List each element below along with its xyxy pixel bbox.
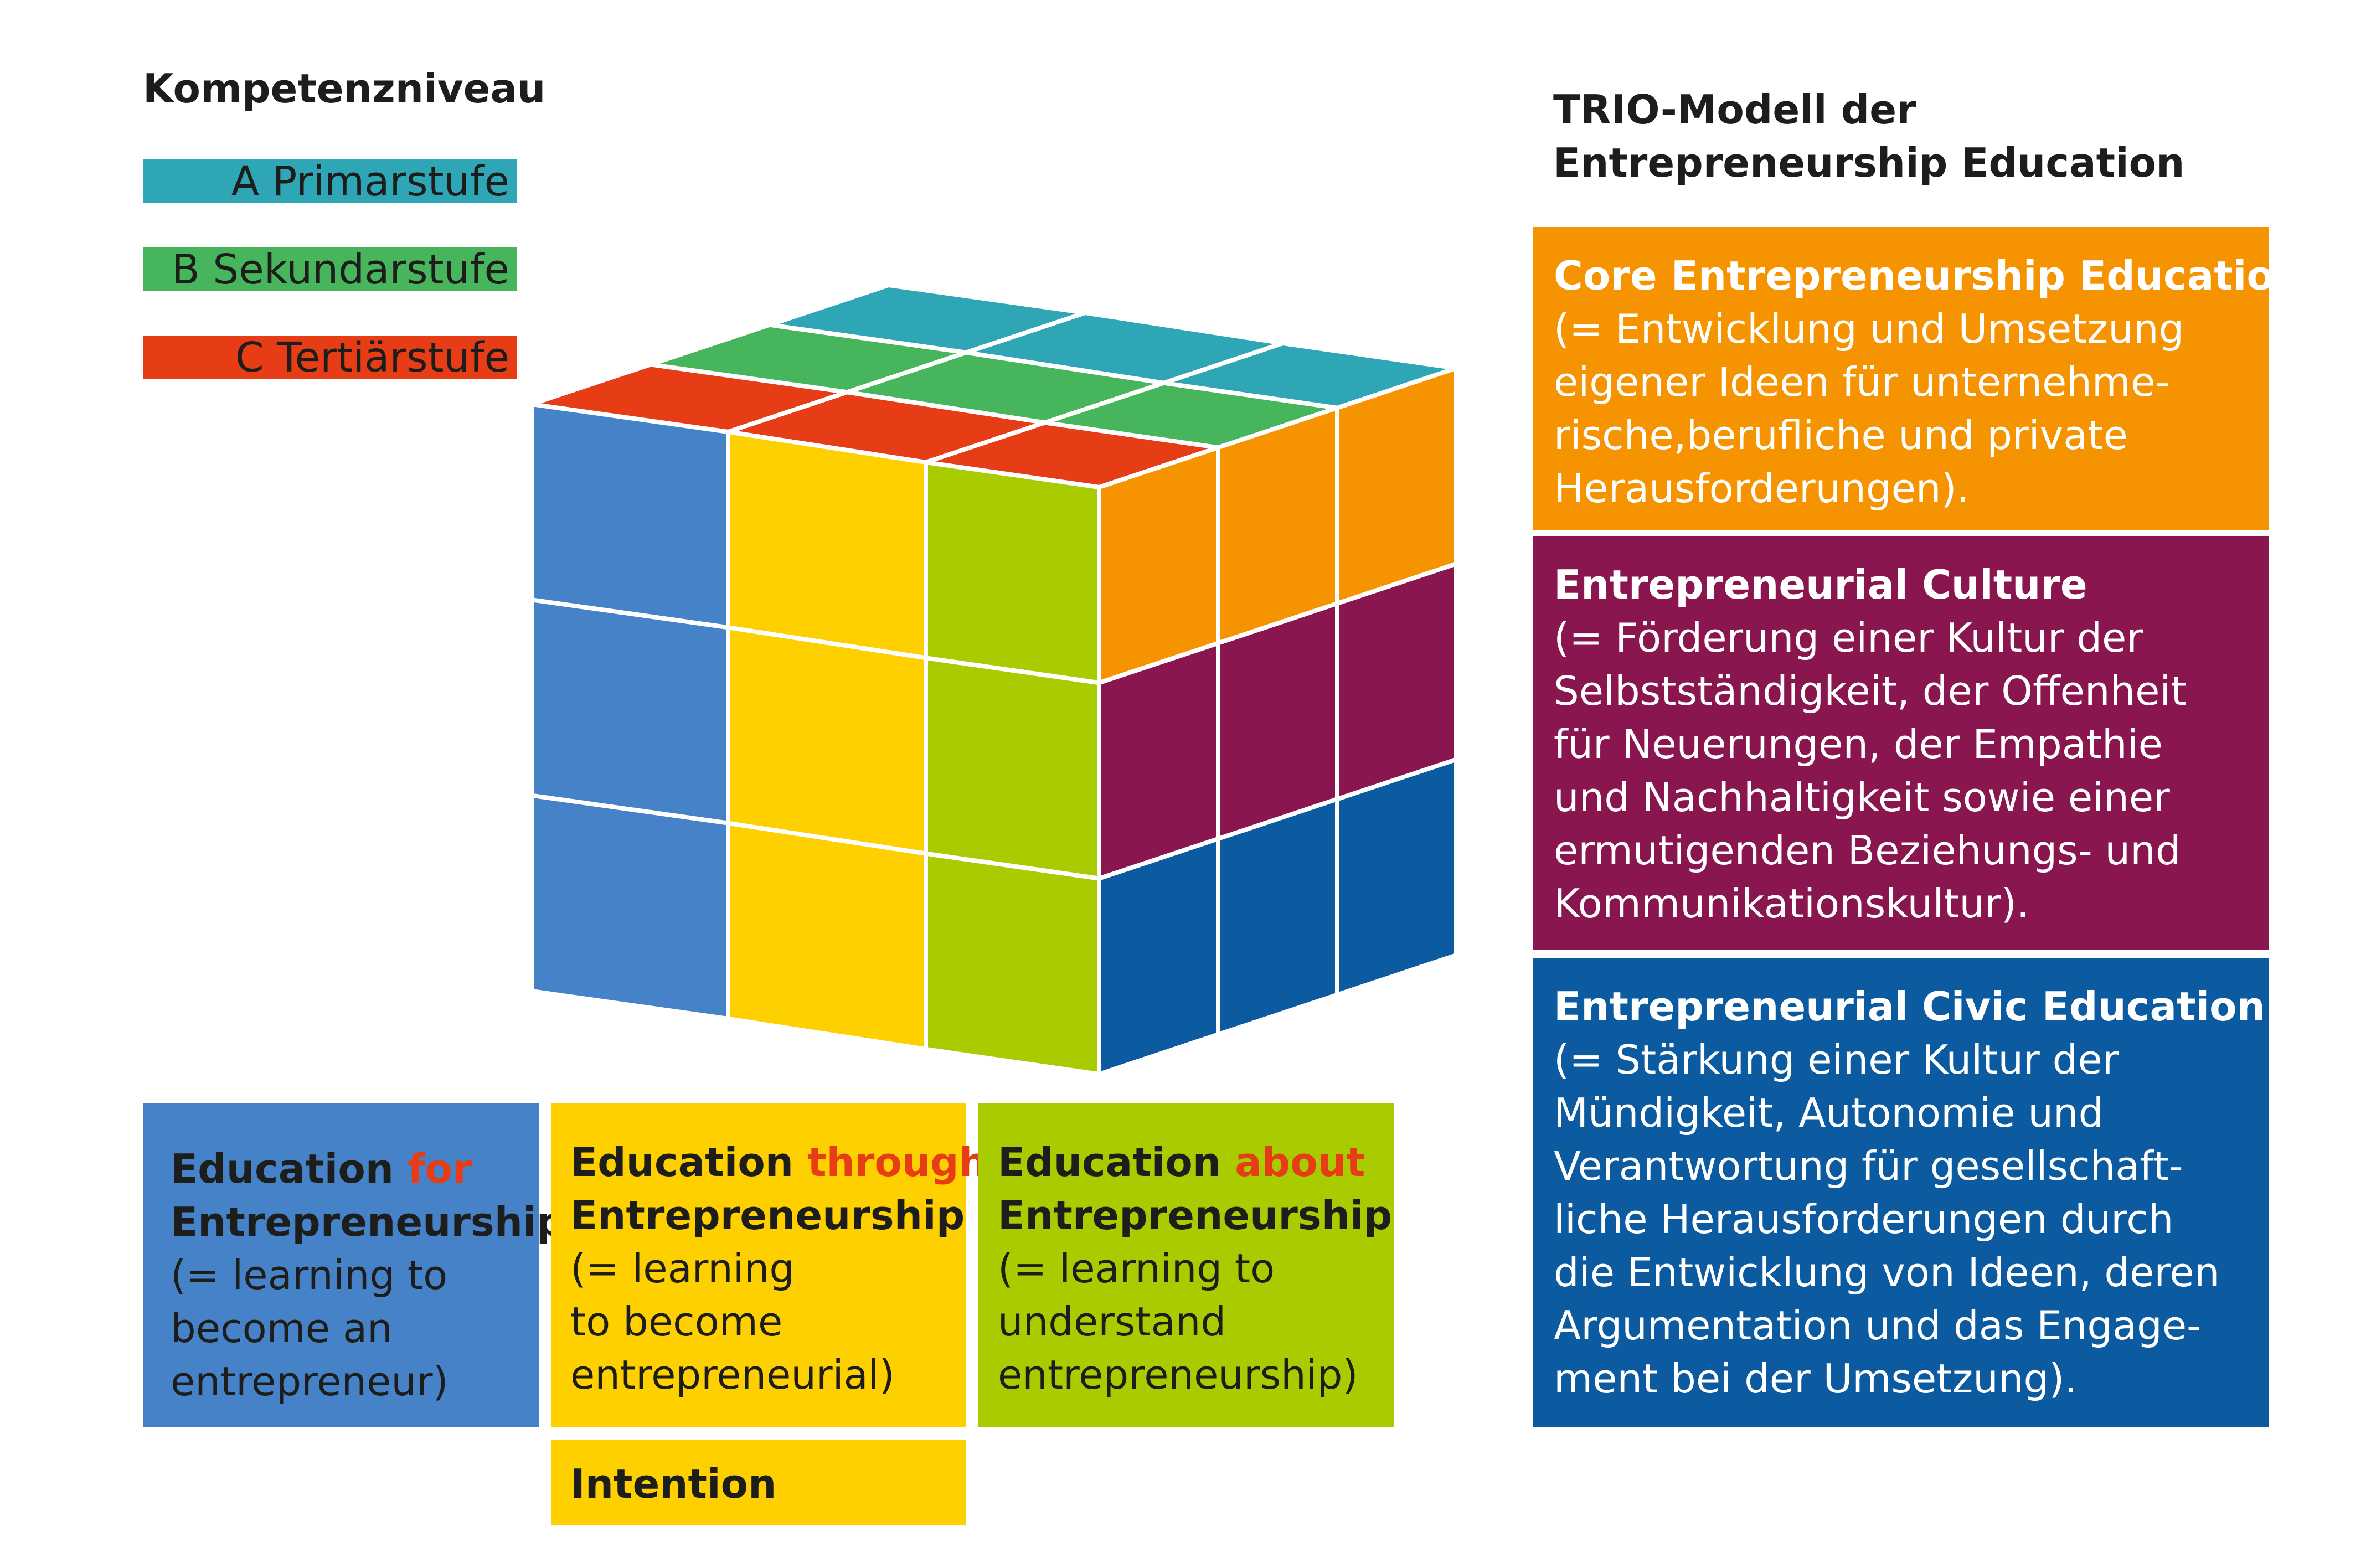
edu-prefix: Education (998, 1139, 1235, 1185)
cube-front-cell (924, 460, 1101, 685)
trio-box-line: die Entwicklung von Ideen, deren (1554, 1249, 2220, 1296)
edu-desc-line: to become (570, 1298, 783, 1345)
cube-front-cell (924, 656, 1101, 881)
trio-box-line: (= Entwicklung und Umsetzung (1554, 306, 2184, 352)
trio-box-line: liche Herausforderungen durch (1554, 1196, 2174, 1242)
edu-desc-line: (= learning to (171, 1252, 448, 1298)
cube-front-cell (529, 793, 730, 1021)
cube-front-cell (529, 402, 730, 630)
trio-box-line: Selbstständigkeit, der Offenheit (1554, 668, 2187, 714)
cube-side-cell (1216, 797, 1339, 1037)
edu-desc-line: entrepreneurial) (570, 1352, 895, 1398)
trio-box-title: Entrepreneurial Civic Education (1554, 983, 2265, 1030)
cube-front-cell (726, 430, 928, 661)
edu-line2: Entrepreneurship (171, 1199, 565, 1245)
trio-box-line: rische,berufliche und private (1554, 412, 2128, 458)
legend-item-label: B Sekundarstufe (172, 246, 509, 293)
trio-title-line: Entrepreneurship Education (1553, 140, 2185, 186)
trio-box-line: und Nachhaltigkeit sowie einer (1554, 774, 2170, 821)
trio-culture-box: Entrepreneurial Culture (= Förderung ein… (1533, 536, 2269, 950)
legend-item-primarstufe: A Primarstufe (143, 158, 517, 205)
cube-front-cell (529, 597, 730, 826)
trio-box-line: ment bei der Umsetzung). (1554, 1355, 2078, 1402)
trio-civic-box: Entrepreneurial Civic Education (= Stärk… (1533, 958, 2269, 1427)
cube-front-cell (924, 851, 1101, 1076)
cube-front-cell (726, 625, 928, 856)
edu-keyword: for (408, 1146, 472, 1192)
legend-item-label: C Tertiärstufe (235, 334, 509, 381)
legend-title: Kompetenzniveau (143, 65, 546, 112)
intention-box: Intention (551, 1440, 966, 1525)
trio-box-line: Verantwortung für gesellschaft- (1554, 1143, 2183, 1189)
edu-desc-line: (= learning to (998, 1245, 1275, 1292)
trio-box-line: Mündigkeit, Autonomie und (1554, 1090, 2104, 1136)
edu-keyword: through (807, 1139, 987, 1185)
intention-label: Intention (570, 1461, 777, 1507)
edu-prefix: Education (570, 1139, 808, 1185)
cube-side-cell (1097, 837, 1220, 1076)
legend-item-tertiaerstufe: C Tertiärstufe (143, 334, 517, 381)
trio-core-box: Core Entrepreneurship Education (= Entwi… (1533, 227, 2303, 530)
edu-line2: Entrepreneurship (998, 1192, 1393, 1239)
trio-box-line: eigener Ideen für unternehme- (1554, 359, 2170, 405)
edu-line2: Entrepreneurship (570, 1192, 965, 1239)
trio-box-line: (= Förderung einer Kultur der (1554, 615, 2143, 661)
edu-prefix: Education (171, 1146, 408, 1192)
edu-desc-line: become an (171, 1305, 393, 1352)
trio-title-line: TRIO-Modell der (1553, 86, 1916, 133)
education-about-box: Education about Entrepreneurship (= lear… (978, 1103, 1394, 1427)
education-through-box: Education through Entrepreneurship (= le… (551, 1103, 987, 1427)
edu-desc-line: entrepreneur) (171, 1358, 449, 1405)
trio-title: TRIO-Modell der Entrepreneurship Educati… (1553, 83, 2184, 189)
trio-box-line: ermutigenden Beziehungs- und (1554, 827, 2181, 874)
trio-box-line: (= Stärkung einer Kultur der (1554, 1036, 2119, 1083)
trio-box-line: Argumentation und das Engage- (1554, 1302, 2202, 1349)
trio-box-title: Entrepreneurial Culture (1554, 561, 2087, 608)
cube-front-cell (726, 821, 928, 1051)
edu-desc-line: entrepreneurship) (998, 1352, 1358, 1398)
trio-box-title: Core Entrepreneurship Education (1554, 252, 2303, 299)
cube-side-cell (1335, 757, 1458, 997)
legend-item-label: A Primarstufe (231, 158, 509, 205)
education-for-box: Education for Entrepreneurship (= learni… (143, 1103, 565, 1427)
edu-keyword: about (1235, 1139, 1365, 1185)
trio-box-line: für Neuerungen, der Empathie (1554, 721, 2163, 767)
trio-box-line: Herausforderungen). (1554, 465, 1970, 512)
edu-desc-line: (= learning (570, 1245, 795, 1292)
trio-box-line: Kommunikationskultur). (1554, 880, 2029, 927)
legend-item-sekundarstufe: B Sekundarstufe (143, 246, 517, 293)
edu-desc-line: understand (998, 1298, 1226, 1345)
